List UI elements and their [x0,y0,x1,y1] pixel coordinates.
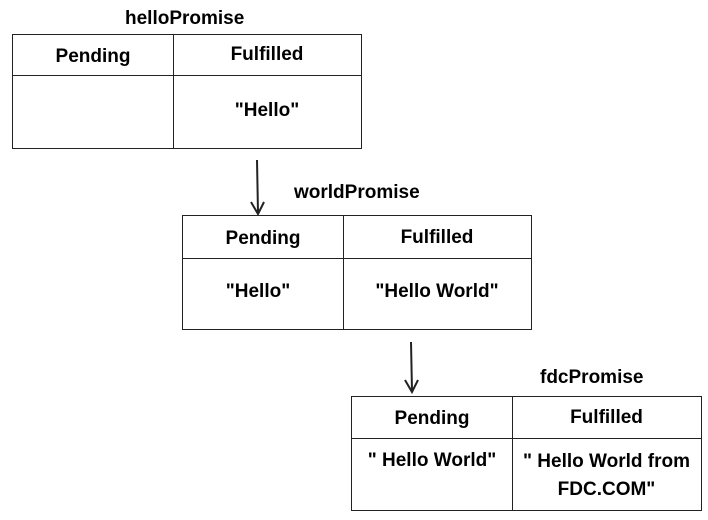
fdc-promise-pending-header: Pending [394,408,470,429]
hello-promise-column-divider [173,35,174,148]
world-promise-title: worldPromise [294,182,420,203]
down-arrow-icon [404,341,419,395]
hello-promise-fulfilled-header: Fulfilled [230,44,304,65]
fdc-promise-column-divider [512,397,513,510]
world-promise-pending-value: "Hello" [225,281,291,302]
hello-promise-table: Pending Fulfilled "Hello" [12,34,362,149]
fdc-promise-title: fdcPromise [540,367,644,388]
hello-promise-title: helloPromise [125,8,245,29]
world-promise-table: Pending Fulfilled "Hello" "Hello World" [182,215,532,330]
world-promise-row-divider [183,258,532,259]
world-promise-pending-header: Pending [225,228,301,249]
fdc-promise-fulfilled-value-line2: FDC.COM" [557,479,656,500]
world-promise-column-divider [343,216,344,329]
world-promise-fulfilled-header: Fulfilled [400,227,474,248]
world-promise-fulfilled-value: "Hello World" [375,281,499,302]
fdc-promise-row-divider [352,438,702,439]
hello-promise-row-divider [13,75,362,76]
fdc-promise-pending-value: " Hello World" [367,450,497,471]
fdc-promise-table: Pending Fulfilled " Hello World" " Hello… [351,396,702,511]
fdc-promise-fulfilled-value-line1: " Hello World from [523,451,690,472]
hello-promise-pending-header: Pending [55,46,131,67]
down-arrow-icon [250,159,265,217]
hello-promise-fulfilled-value: "Hello" [234,100,300,121]
fdc-promise-fulfilled-header: Fulfilled [570,407,643,428]
